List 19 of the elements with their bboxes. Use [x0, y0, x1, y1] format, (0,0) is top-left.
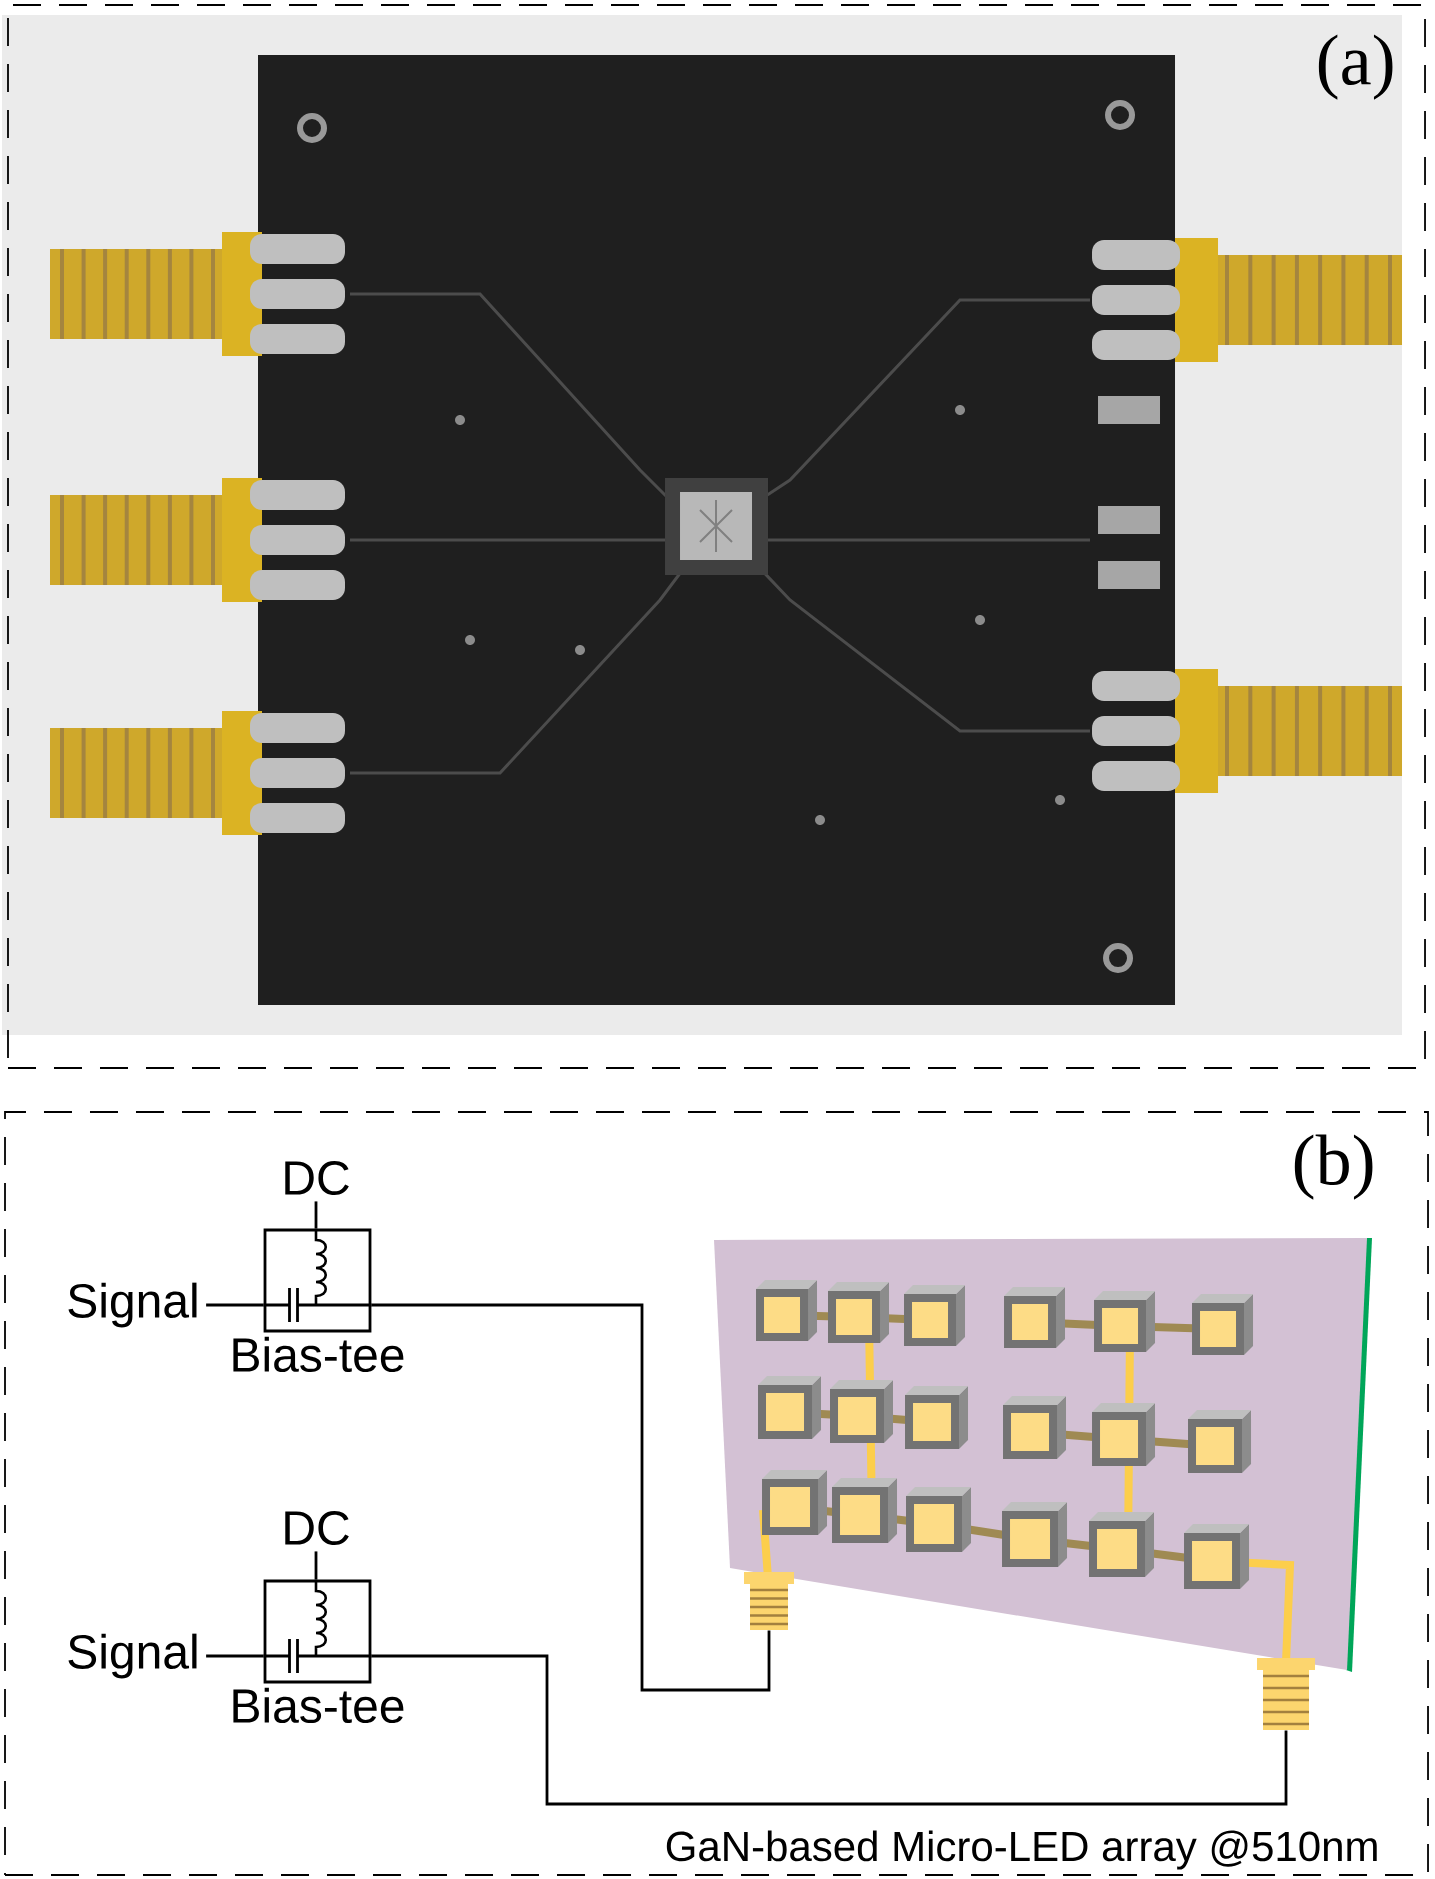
terminal-label: DC: [285, 1161, 349, 1195]
node-label: Bias-tee: [233, 1687, 404, 1724]
sma-connector: [744, 1572, 794, 1630]
bias-tee-box: Bias-tee: [233, 1228, 404, 1373]
wire: [206, 1654, 264, 1658]
node-label: GaN-based Micro-LED array @510nm: [666, 1830, 1377, 1870]
terminal-label: Signal: [68, 1633, 197, 1679]
panel-frame: (a): [7, 4, 1426, 1069]
wire: [314, 1551, 318, 1580]
wire: [371, 1303, 771, 1692]
wire: [371, 1654, 1288, 1806]
terminal-label: DC: [285, 1511, 349, 1545]
terminal-label: Signal: [68, 1282, 197, 1328]
wire: [206, 1303, 264, 1307]
bias-tee-box: Bias-tee: [233, 1579, 404, 1724]
wire: [314, 1201, 318, 1229]
sma-connector: [1257, 1658, 1315, 1731]
micro-led-array-drawing: GaN-based Micro-LED array @510nm: [666, 1238, 1377, 1870]
node-label: Bias-tee: [233, 1336, 404, 1373]
